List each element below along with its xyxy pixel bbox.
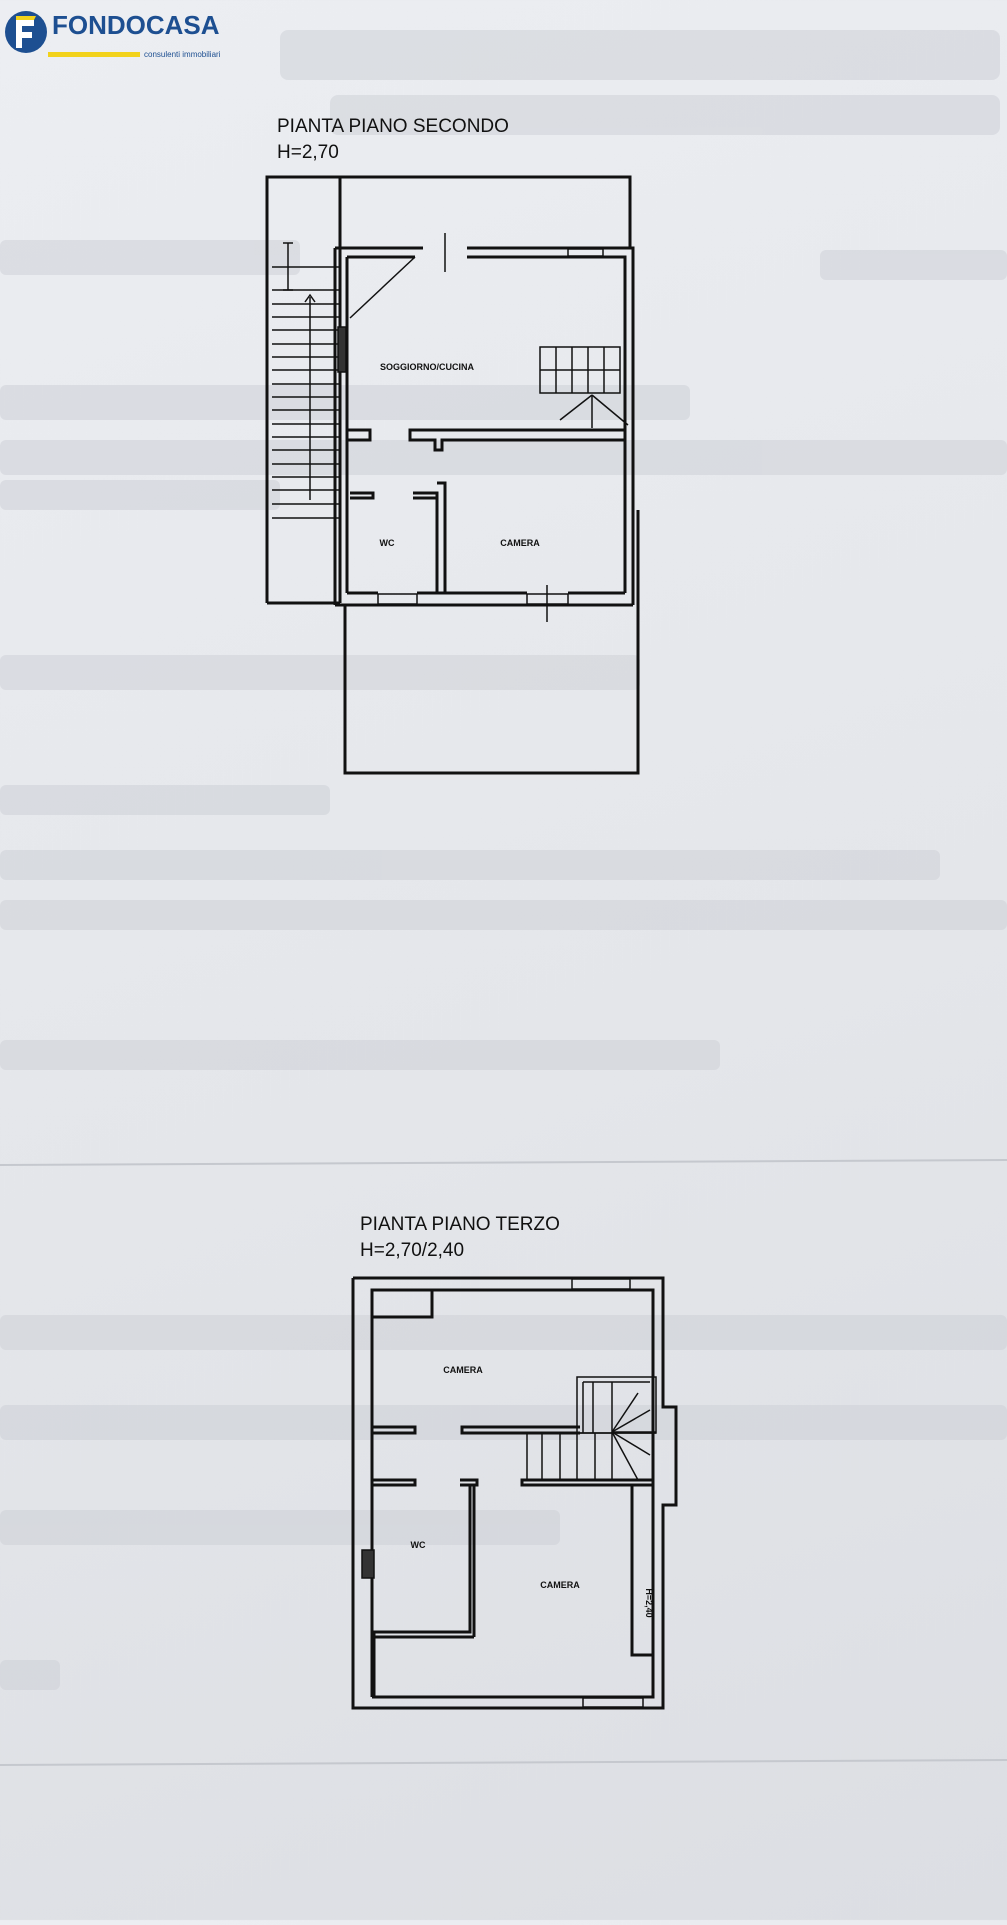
room-label-bedroom-bottom: CAMERA xyxy=(540,1580,580,1590)
room-label-bedroom: CAMERA xyxy=(500,538,540,548)
third-floor-title: PIANTA PIANO TERZO xyxy=(360,1214,560,1235)
logo-tagline: consulenti immobiliari xyxy=(144,50,221,59)
room-label-low-height: H=2,40 xyxy=(644,1588,654,1617)
second-floor-walls xyxy=(265,175,640,775)
third-floor-walls xyxy=(351,1276,678,1710)
third-floor-plan: PIANTA PIANO TERZO H=2,70/2,40 xyxy=(351,1214,678,1710)
room-label-living-kitchen: SOGGIORNO/CUCINA xyxy=(380,362,475,372)
room-label-bedroom-top: CAMERA xyxy=(443,1365,483,1375)
logo-yellow-bar xyxy=(48,52,140,57)
second-floor-height: H=2,70 xyxy=(277,142,339,163)
room-label-wc: WC xyxy=(380,538,395,548)
third-floor-details xyxy=(361,1278,657,1708)
third-floor-height: H=2,70/2,40 xyxy=(360,1240,464,1261)
second-floor-details xyxy=(272,233,629,622)
logo-brand: FONDOCASA xyxy=(52,10,220,40)
second-floor-plan: PIANTA PIANO SECONDO H=2,70 xyxy=(265,116,640,775)
fondocasa-logo: FONDOCASA consulenti immobiliari xyxy=(4,8,264,62)
logo-mark-icon xyxy=(5,11,47,53)
second-floor-title: PIANTA PIANO SECONDO xyxy=(277,116,509,137)
room-label-wc: WC xyxy=(411,1540,426,1550)
